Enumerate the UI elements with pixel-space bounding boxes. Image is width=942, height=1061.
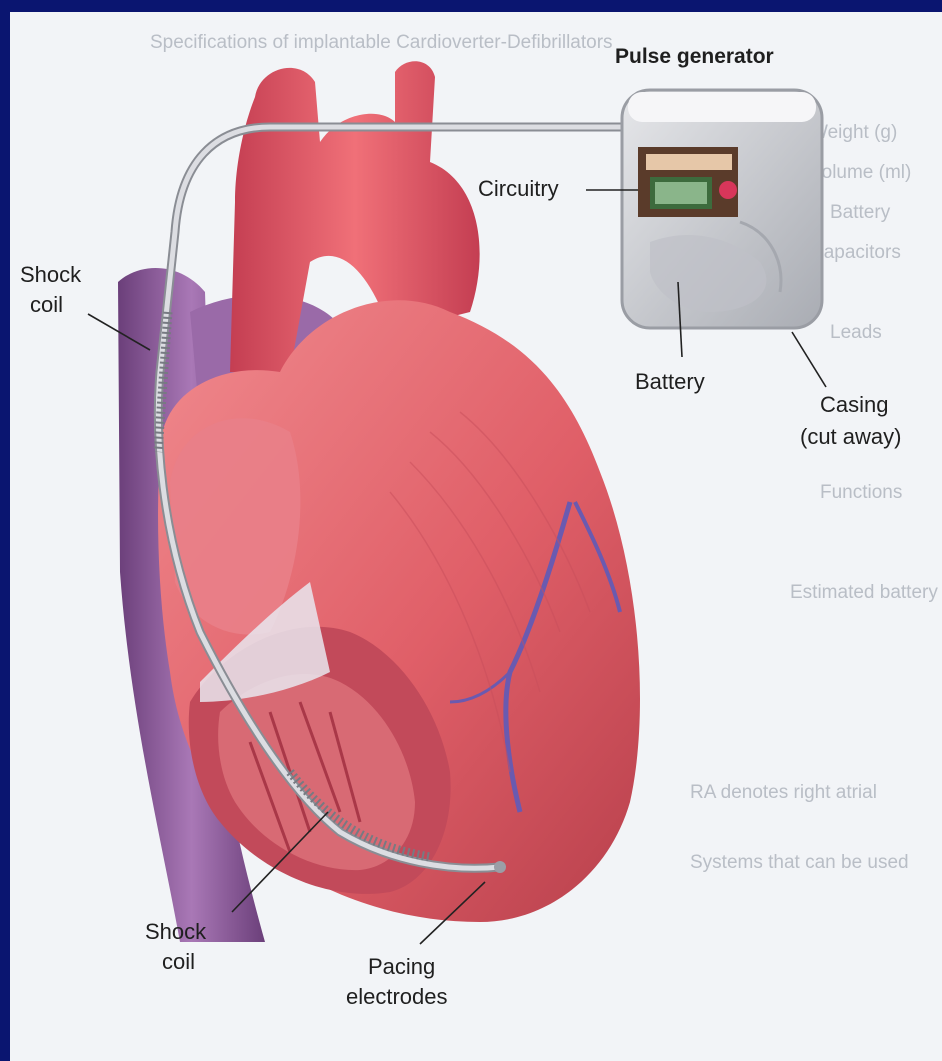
pulse-generator-header bbox=[628, 92, 816, 122]
label-shock-coil-bottom-2: coil bbox=[162, 947, 195, 977]
diagram-panel: Specifications of implantable Cardiovert… bbox=[10, 12, 942, 1061]
label-pacing-electrodes: electrodes bbox=[346, 982, 448, 1012]
label-shock-coil-top: Shock bbox=[20, 260, 81, 290]
label-battery: Battery bbox=[635, 367, 705, 397]
heart-illustration bbox=[10, 12, 942, 1061]
label-shock-coil-bottom: Shock bbox=[145, 917, 206, 947]
label-casing-cut-away: (cut away) bbox=[800, 422, 901, 452]
pacing-electrode-tip bbox=[494, 861, 506, 873]
label-circuitry: Circuitry bbox=[478, 174, 559, 204]
label-pacing: Pacing bbox=[368, 952, 435, 982]
label-pulse-generator: Pulse generator bbox=[615, 42, 774, 72]
label-shock-coil-top-2: coil bbox=[30, 290, 63, 320]
label-casing: Casing bbox=[820, 390, 888, 420]
